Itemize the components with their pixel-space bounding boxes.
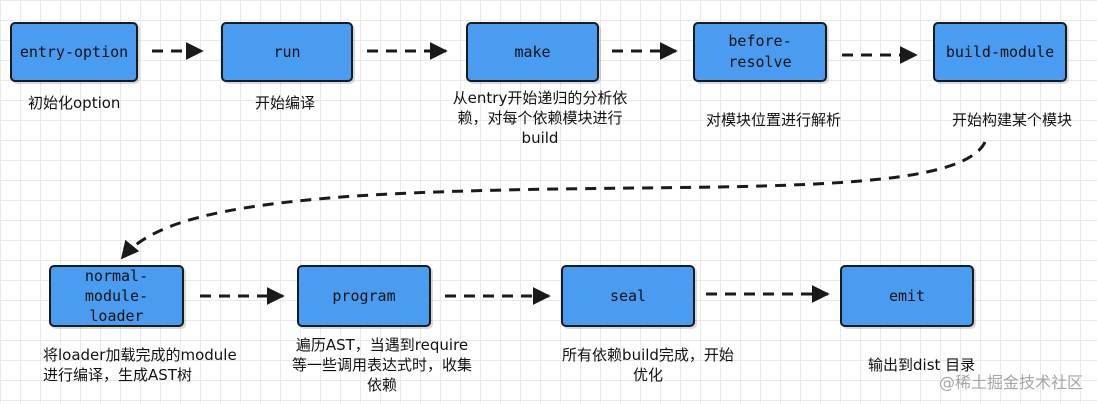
node-before-resolve-label: before- resolve <box>728 32 792 71</box>
node-entry-option-label: entry-option <box>19 42 129 61</box>
label-normal-module-loader: 将loader加载完成的module 进行编译，生成AST树 <box>43 346 237 384</box>
node-seal-label: seal <box>609 286 647 305</box>
node-emit-label: emit <box>888 286 926 305</box>
node-seal[interactable]: seal <box>561 265 695 327</box>
node-make-label: make <box>514 42 551 61</box>
node-before-resolve[interactable]: before- resolve <box>693 22 827 82</box>
label-emit: 输出到dist 目录 <box>868 356 976 374</box>
node-build-module-label: build-module <box>945 42 1055 61</box>
label-seal: 所有依赖build完成，开始 优化 <box>562 346 734 384</box>
node-run[interactable]: run <box>221 22 353 82</box>
node-program[interactable]: program <box>297 265 431 327</box>
label-before-resolve: 对模块位置进行解析 <box>706 111 842 129</box>
label-build-module: 开始构建某个模块 <box>952 111 1073 129</box>
arrow-build-module-to-normal-module-loader <box>120 141 987 260</box>
node-normal-module-loader-label: normal- module- loader <box>84 267 149 325</box>
node-program-label: program <box>332 286 396 305</box>
label-entry-option: 初始化option <box>28 94 121 112</box>
label-run: 开始编译 <box>255 94 316 112</box>
node-run-label: run <box>273 42 301 61</box>
node-build-module[interactable]: build-module <box>933 22 1067 82</box>
node-normal-module-loader[interactable]: normal- module- loader <box>49 265 184 327</box>
watermark: @稀土掘金技术社区 <box>938 373 1083 392</box>
node-emit[interactable]: emit <box>840 265 974 327</box>
label-make: 从entry开始递归的分析依 赖，对每个依赖模块进行 build <box>452 89 628 147</box>
node-make[interactable]: make <box>466 22 599 82</box>
label-program: 遍历AST，当遇到require 等一些调用表达式时，收集 依赖 <box>291 336 472 394</box>
node-entry-option[interactable]: entry-option <box>10 22 138 82</box>
